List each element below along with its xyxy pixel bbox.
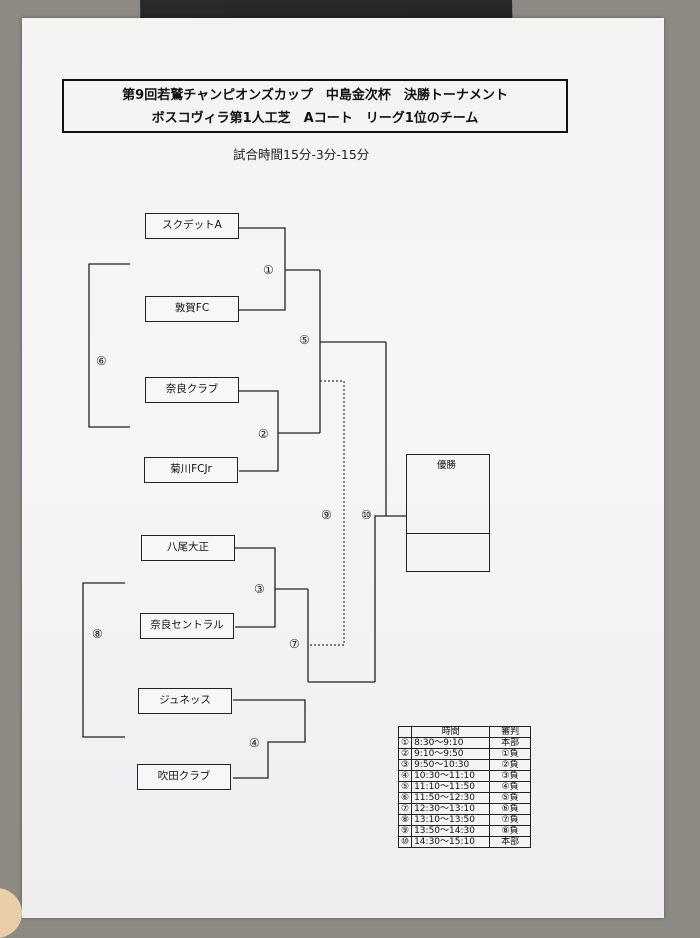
match-number-3: ③ <box>254 582 265 596</box>
team-box-8: 吹田クラブ <box>137 764 231 790</box>
schedule-referee: ⑥負 <box>489 803 532 815</box>
match-number-6: ⑥ <box>96 354 107 368</box>
schedule-no: ⑨ <box>397 825 413 837</box>
line-match-2 <box>239 390 279 472</box>
schedule-time: 9:10〜9:50 <box>411 748 491 760</box>
champion-label: 優勝 <box>437 460 457 471</box>
team-box-5: 八尾大正 <box>141 535 235 561</box>
match-number-9: ⑨ <box>321 508 332 522</box>
schedule-no: ④ <box>397 770 413 782</box>
match-number-4: ④ <box>249 736 260 750</box>
schedule-time: 13:10〜13:50 <box>411 814 491 826</box>
match-number-7: ⑦ <box>289 637 300 651</box>
schedule-time: 11:10〜11:50 <box>411 781 491 793</box>
match-number-5: ⑤ <box>299 333 310 347</box>
schedule-time: 11:50〜12:30 <box>411 792 491 804</box>
match-time: 試合時間15分-3分-15分 <box>233 147 370 162</box>
schedule-referee: ⑦負 <box>489 814 532 826</box>
title-box: 第9回若鷲チャンピオンズカップ 中島金次杯 決勝トーナメント ボスコヴィラ第1人… <box>62 79 568 133</box>
champion-divider <box>407 533 489 534</box>
schedule-referee: ⑧負 <box>489 825 532 837</box>
schedule-time: 9:50〜10:30 <box>411 759 491 771</box>
match-number-2: ② <box>258 427 269 441</box>
schedule-time: 8:30〜9:10 <box>411 737 491 749</box>
team-box-2: 敦賀FC <box>145 296 239 322</box>
line-match-4 <box>233 699 306 779</box>
schedule-time: 10:30〜11:10 <box>411 770 491 782</box>
schedule-no: ⑥ <box>397 792 413 804</box>
schedule-referee: ③負 <box>489 770 532 782</box>
schedule-header-no <box>397 726 413 738</box>
match-number-1: ① <box>263 263 274 277</box>
schedule-header-referee: 審判 <box>489 726 532 738</box>
schedule-no: ⑧ <box>397 814 413 826</box>
team-box-6: 奈良セントラル <box>140 613 234 639</box>
schedule-referee: ①負 <box>489 748 532 760</box>
line-match-9 <box>308 380 345 646</box>
champion-box: 優勝 <box>406 454 490 572</box>
title-line-2: ボスコヴィラ第1人工芝 Aコート リーグ1位のチーム <box>151 111 479 126</box>
line-match-1 <box>239 227 286 311</box>
schedule-referee: ⑤負 <box>489 792 532 804</box>
schedule-no: ② <box>397 748 413 760</box>
match-number-8: ⑧ <box>92 627 103 641</box>
schedule-no: ① <box>397 737 413 749</box>
title-line-1: 第9回若鷲チャンピオンズカップ 中島金次杯 決勝トーナメント <box>122 88 508 103</box>
schedule-no: ⑩ <box>397 836 413 848</box>
team-box-3: 奈良クラブ <box>145 377 239 403</box>
schedule-referee: 本部 <box>489 836 532 848</box>
line-match-8 <box>82 582 125 738</box>
schedule-referee: ④負 <box>489 781 532 793</box>
match-number-10: ⑩ <box>361 508 372 522</box>
schedule-time: 14:30〜15:10 <box>411 836 491 848</box>
thumb <box>0 888 22 938</box>
team-box-4: 菊川FCJr <box>144 457 238 483</box>
paper-sheet <box>22 18 664 918</box>
schedule-no: ③ <box>397 759 413 771</box>
line-match-10-lower <box>374 515 406 682</box>
schedule-time: 13:50〜14:30 <box>411 825 491 837</box>
schedule-time: 12:30〜13:10 <box>411 803 491 815</box>
team-box-7: ジュネッス <box>138 688 232 714</box>
line-match-6 <box>88 263 130 428</box>
schedule-header-row: 時間 審判 <box>397 726 532 738</box>
schedule-referee: 本部 <box>489 737 532 749</box>
line-match-3 <box>235 547 276 628</box>
schedule-header-time: 時間 <box>411 726 491 738</box>
schedule-no: ⑤ <box>397 781 413 793</box>
schedule-referee: ②負 <box>489 759 532 771</box>
team-box-1: スクデットA <box>145 213 239 239</box>
schedule-no: ⑦ <box>397 803 413 815</box>
